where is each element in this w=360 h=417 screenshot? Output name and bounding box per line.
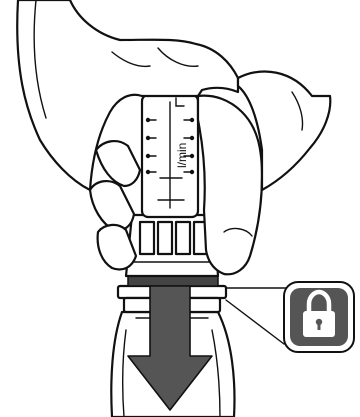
flowmeter-tube: l/min: [142, 95, 198, 217]
callout-lines: [226, 288, 288, 344]
lock-badge: [284, 282, 354, 352]
sealing-ring: [128, 276, 218, 286]
